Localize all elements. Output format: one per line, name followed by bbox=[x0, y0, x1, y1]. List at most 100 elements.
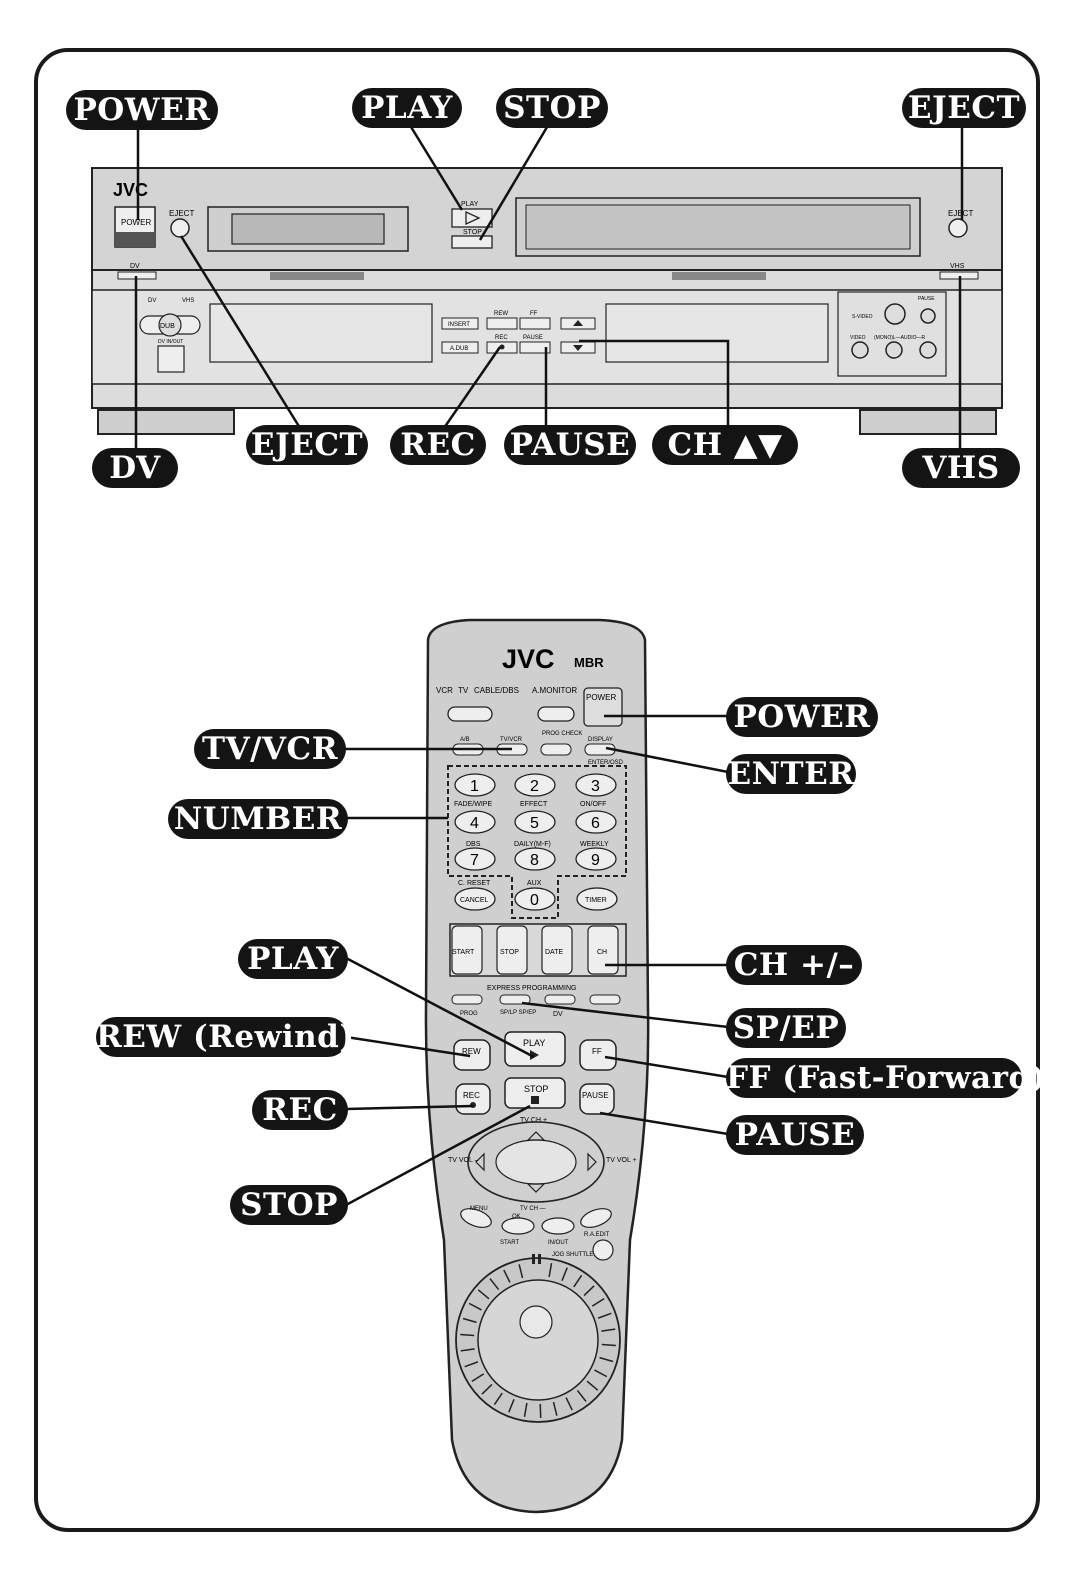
remote-menu-button[interactable] bbox=[458, 1205, 494, 1231]
remote-amonitor-label: A.MONITOR bbox=[532, 686, 577, 695]
dv-vent bbox=[270, 272, 364, 280]
numpad-key-label: 7 bbox=[470, 852, 479, 869]
remote-nav-down-icon bbox=[526, 1183, 546, 1193]
vcr-dv-eject-button[interactable] bbox=[170, 218, 190, 238]
vcr-rec-label: REC bbox=[495, 335, 508, 341]
remote-stop-button[interactable] bbox=[504, 1077, 566, 1109]
label-remote-ff: FF (Fast-Forward) bbox=[726, 1058, 1046, 1098]
shuttle-tick bbox=[591, 1298, 605, 1307]
numpad-key-label: 8 bbox=[530, 852, 539, 869]
vcr-brand: JVC bbox=[113, 180, 148, 200]
remote-play-button[interactable] bbox=[504, 1031, 566, 1067]
remote-rec-label: REC bbox=[463, 1091, 480, 1100]
remote-display-label: DISPLAY bbox=[588, 737, 613, 743]
svideo-jack[interactable] bbox=[884, 303, 906, 325]
label-remote-enter: ENTER bbox=[726, 754, 856, 794]
remote-rew-button[interactable] bbox=[453, 1039, 491, 1071]
vcr-pause-jack[interactable] bbox=[920, 308, 936, 324]
shuttle-tick bbox=[565, 1397, 573, 1411]
numpad-key[interactable] bbox=[514, 887, 556, 911]
remote-nav-center[interactable] bbox=[495, 1139, 577, 1185]
vcr-adub-button[interactable] bbox=[441, 341, 479, 354]
jog-dial[interactable] bbox=[477, 1279, 599, 1401]
vcr-ff-button[interactable] bbox=[519, 317, 551, 330]
remote-date-label: DATE bbox=[545, 949, 563, 956]
dv-inout-jack[interactable] bbox=[157, 345, 185, 373]
vcr-play-button[interactable] bbox=[451, 208, 493, 228]
remote-prog-button[interactable] bbox=[451, 994, 483, 1005]
vcr-audio-label: (MONO)L—AUDIO—R bbox=[874, 335, 926, 341]
audio-right-jack[interactable] bbox=[919, 341, 937, 359]
remote-daily-label: DAILY(M-F) bbox=[514, 841, 551, 848]
label-vcr-rec: REC bbox=[390, 425, 486, 465]
vcr-dub-knob bbox=[158, 313, 182, 337]
remote-start-rocker[interactable] bbox=[451, 925, 483, 975]
numpad-key-label: 6 bbox=[591, 815, 600, 832]
remote-raedit-button[interactable] bbox=[578, 1205, 614, 1231]
remote-amonitor-button[interactable] bbox=[537, 706, 575, 722]
remote-inout-label: IN/OUT bbox=[548, 1240, 569, 1246]
vcr-foot-left bbox=[97, 409, 235, 435]
shuttle-tick bbox=[508, 1399, 515, 1413]
remote-ab-label: A/B bbox=[460, 737, 470, 743]
label-remote-play: PLAY bbox=[238, 939, 348, 979]
numpad-key[interactable] bbox=[575, 773, 617, 797]
vcr-insert-button[interactable] bbox=[441, 317, 479, 330]
video-jack[interactable] bbox=[851, 341, 869, 359]
label-remote-stop: STOP bbox=[230, 1185, 348, 1225]
remote-mode-switch[interactable] bbox=[447, 706, 493, 722]
remote-stop-rocker[interactable] bbox=[496, 925, 528, 975]
remote-stopbtn-label: STOP bbox=[524, 1084, 548, 1094]
remote-ok-button[interactable] bbox=[501, 1217, 535, 1235]
vhs-slot-door bbox=[525, 204, 911, 250]
vcr-rew-label: REW bbox=[494, 311, 508, 317]
jog-pause-mark bbox=[532, 1254, 535, 1264]
vcr-eject-right-label: EJECT bbox=[948, 209, 973, 218]
remote-tv-label: TV bbox=[458, 686, 469, 695]
remote-cancel-button[interactable] bbox=[454, 887, 496, 911]
remote-nav-left-icon bbox=[475, 1152, 485, 1172]
remote-progcheck-button[interactable] bbox=[540, 743, 572, 756]
numpad-key[interactable] bbox=[454, 810, 496, 834]
shuttle-tick bbox=[518, 1264, 524, 1279]
vcr-insert-label: INSERT bbox=[448, 322, 470, 328]
vcr-pause-button[interactable] bbox=[519, 341, 551, 354]
page-frame bbox=[34, 48, 1040, 1532]
numpad-key[interactable] bbox=[514, 810, 556, 834]
remote-stop-label: STOP bbox=[500, 949, 519, 956]
shuttle-tick bbox=[561, 1267, 568, 1281]
remote-dv-button[interactable] bbox=[544, 994, 576, 1005]
shuttle-tick bbox=[601, 1328, 616, 1332]
label-vcr-dv: DV bbox=[92, 448, 178, 488]
remote-timer-button[interactable] bbox=[576, 887, 618, 911]
remote-inout-button[interactable] bbox=[541, 1217, 575, 1235]
remote-ff-button[interactable] bbox=[579, 1039, 617, 1071]
numpad-key[interactable] bbox=[575, 810, 617, 834]
remote-date-rocker[interactable] bbox=[541, 925, 573, 975]
label-remote-spep: SP/EP bbox=[726, 1008, 846, 1048]
shuttle-tick bbox=[523, 1402, 528, 1417]
label-vcr-ch: CH ▲▼ bbox=[652, 425, 798, 465]
numpad-key[interactable] bbox=[454, 847, 496, 871]
vcr-ff-label: FF bbox=[530, 311, 538, 317]
numpad-key[interactable] bbox=[454, 773, 496, 797]
remote-ch-rocker[interactable] bbox=[587, 925, 619, 975]
numpad-key[interactable] bbox=[514, 773, 556, 797]
remote-vhs-button[interactable] bbox=[589, 994, 621, 1005]
numpad-key[interactable] bbox=[575, 847, 617, 871]
vcr-power-label: POWER bbox=[121, 218, 151, 227]
remote-jog-button[interactable] bbox=[592, 1239, 614, 1261]
vcr-rew-button[interactable] bbox=[486, 317, 518, 330]
vcr-rec-icon bbox=[499, 344, 505, 350]
remote-rew-label: REW bbox=[462, 1047, 481, 1056]
vcr-vhs-eject-button[interactable] bbox=[948, 218, 968, 238]
remote-spep-button[interactable] bbox=[499, 994, 531, 1005]
remote-express-label: EXPRESS PROGRAMMING bbox=[487, 985, 576, 992]
vcr-stop-button[interactable] bbox=[451, 235, 493, 249]
audio-left-jack[interactable] bbox=[885, 341, 903, 359]
remote-pause-button[interactable] bbox=[579, 1083, 615, 1115]
remote-jog-label: JOG SHUTTLE bbox=[552, 1252, 593, 1258]
numpad-key[interactable] bbox=[514, 847, 556, 871]
